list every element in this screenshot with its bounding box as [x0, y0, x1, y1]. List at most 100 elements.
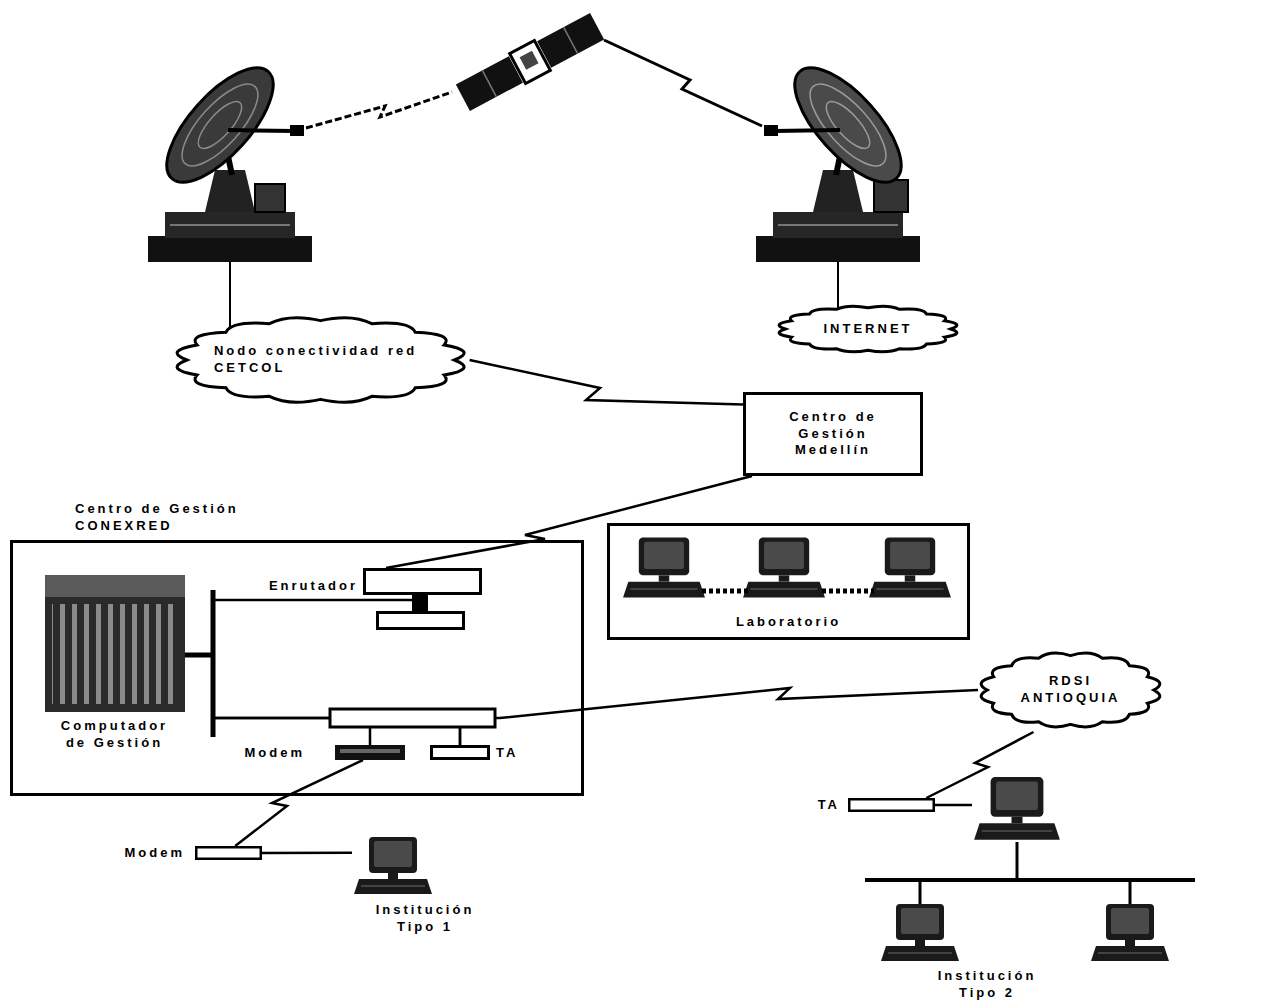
network-cloud: INTERNET: [776, 303, 960, 355]
satellite-antenna: [520, 51, 539, 70]
platform-line: [778, 224, 898, 226]
server-top: [45, 575, 185, 597]
panel-line: [482, 70, 496, 96]
institution-node: Institución Tipo 2: [972, 776, 1062, 842]
router-unit: [365, 570, 481, 594]
institution-computer: [354, 837, 432, 894]
platform-line: [170, 224, 290, 226]
link-line: [262, 852, 352, 855]
server-node: Computador de Gestión: [45, 575, 185, 712]
dish-pedestal: [813, 170, 863, 212]
radio-link: [306, 92, 452, 128]
dish-pedestal: [205, 170, 255, 212]
modem-node: Modem: [195, 846, 262, 860]
link-line: [935, 804, 972, 807]
lan-drop: [919, 880, 922, 905]
institution-node: Institución Tipo 1: [352, 836, 434, 896]
link-line: [185, 655, 460, 745]
bus-line: [185, 653, 213, 658]
router-base: [378, 613, 464, 629]
node-label: Modem: [125, 845, 186, 862]
lab-box: Laboratorio: [607, 523, 970, 640]
dish-grid: [820, 95, 876, 154]
label-holder: Laboratorio: [610, 614, 967, 631]
dish-platform: [165, 212, 295, 238]
center-box: Centro de Gestión CONEXREDComputador de …: [10, 540, 584, 796]
modem-node: Modem: [335, 745, 405, 760]
router-stand: [412, 594, 428, 612]
center-box: Centro de Gestión Medellín: [743, 392, 923, 476]
node-label: Laboratorio: [610, 614, 967, 631]
link-line: [470, 360, 743, 405]
label-holder: TA: [496, 744, 518, 761]
institution-computer: [1091, 904, 1169, 961]
node-label: Nodo conectividad red CETCOL: [214, 343, 428, 377]
feed-arm: [228, 130, 294, 131]
feed-horn: [764, 125, 778, 136]
lab-computer: [869, 538, 951, 598]
dish-reflector: [778, 51, 919, 198]
lan-bus: [865, 878, 1195, 882]
dish-housing: [255, 184, 285, 212]
dish-housing: [874, 180, 908, 212]
ta-node: TA: [848, 798, 935, 812]
server-cabinet: [45, 575, 185, 712]
lan-drop: [1129, 880, 1132, 905]
ta-device: [849, 799, 934, 811]
node-label: Modem: [245, 744, 306, 761]
ta-device: [432, 747, 489, 759]
modem-slot: [340, 749, 400, 753]
satellite-dish: [756, 51, 920, 262]
access-rack: [330, 709, 495, 727]
dish-platform: [773, 212, 903, 238]
satellite: [455, 11, 605, 112]
node-label: TA: [496, 744, 518, 761]
router-wire: [362, 599, 414, 602]
node-label: Centro de Gestión CONEXRED: [75, 501, 275, 535]
lab-computer: [623, 538, 705, 598]
feed-horn: [290, 125, 304, 136]
modem-device: [335, 745, 405, 760]
solar-panel: [537, 13, 604, 68]
label-holder: Modem: [245, 744, 306, 761]
cloud-shape: [779, 306, 957, 352]
network-cloud: RDSI ANTIOQUIA: [978, 648, 1163, 732]
link-line: [386, 476, 752, 568]
router-node: Enrutador: [362, 568, 482, 632]
modem-device: [196, 847, 261, 859]
dish-grid: [192, 95, 248, 154]
node-label: INTERNET: [808, 321, 928, 338]
lan-drop: [1016, 842, 1019, 880]
panel-line: [564, 27, 578, 53]
radio-link: [604, 40, 762, 126]
solar-panel: [456, 56, 523, 111]
label-holder: Institución Tipo 2: [927, 968, 1047, 1002]
network-cloud: Nodo conectividad red CETCOL: [172, 312, 469, 408]
node-label: Institución Tipo 1: [365, 902, 485, 936]
institution-computer: [974, 777, 1060, 840]
node-label: Institución Tipo 2: [927, 968, 1047, 1002]
dish-reflector: [150, 51, 291, 198]
dish-grid: [170, 73, 269, 177]
label-holder: Modem: [125, 845, 186, 862]
node-label: RDSI ANTIOQUIA: [1006, 673, 1136, 707]
satellite-dish: [148, 51, 312, 262]
node-label: Centro de Gestión Medellín: [768, 409, 898, 460]
bus-line: [211, 590, 216, 737]
cloud-shape: [981, 653, 1160, 727]
node-label: Enrutador: [269, 578, 358, 595]
node-label: Computador de Gestión: [52, 718, 177, 752]
label-holder: Institución Tipo 1: [365, 902, 485, 936]
lab-network: [822, 589, 874, 594]
link-line: [235, 760, 363, 846]
link-line: [460, 688, 978, 745]
feed-arm: [774, 130, 840, 131]
label-holder: Enrutador: [269, 578, 358, 595]
dish-base: [148, 236, 312, 262]
label-holder: Computador de Gestión: [52, 718, 177, 752]
lab-computer: [743, 538, 825, 598]
node-label: TA: [818, 797, 840, 814]
dish-grid: [798, 73, 897, 177]
ta-node: TA: [430, 745, 490, 760]
